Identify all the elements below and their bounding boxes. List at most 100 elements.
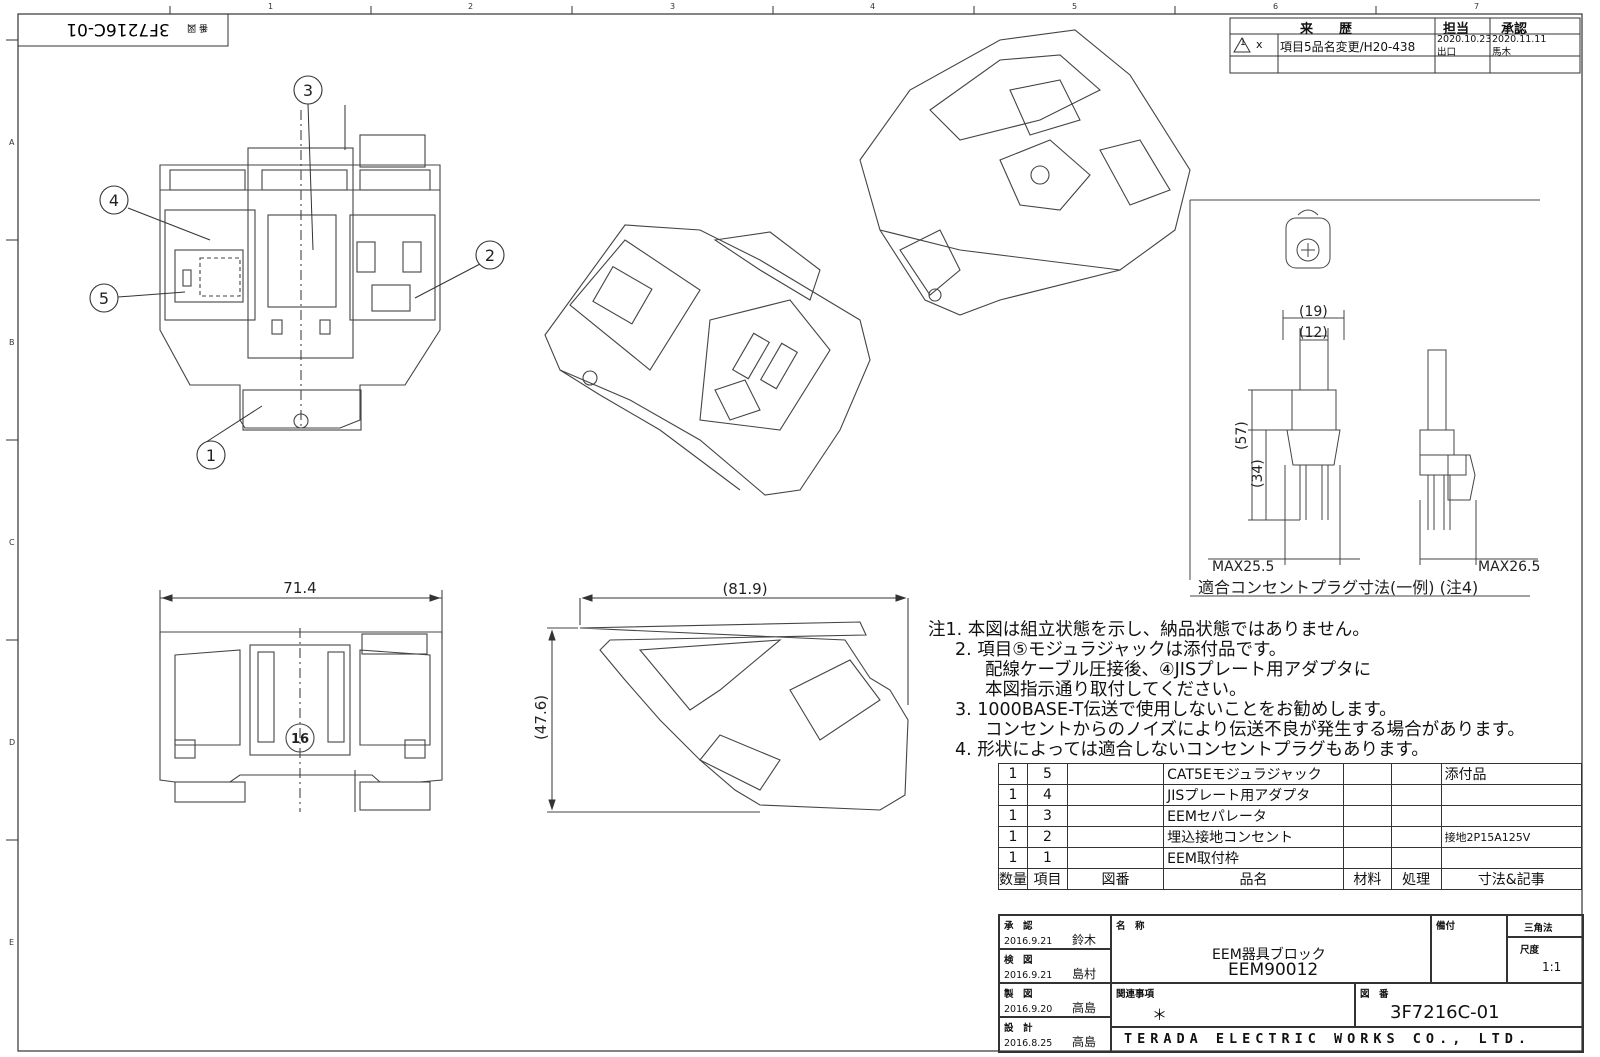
balloon-3-label: 3 [303, 81, 313, 100]
side-view [547, 598, 909, 813]
scale-cell: 尺度 1:1 [1507, 937, 1583, 983]
parts-treatment [1390, 805, 1442, 827]
plug-dim-34: (34) [1250, 459, 1266, 488]
dim-71-4: 71.4 [283, 579, 316, 597]
parts-name: EEMセパレータ [1163, 805, 1344, 827]
parts-remarks [1440, 847, 1583, 869]
parts-name: EEM取付枠 [1163, 847, 1344, 869]
balloon-4-label: 4 [109, 191, 119, 210]
parts-drawing [1066, 805, 1165, 827]
check-cell: 検 図 2016.9.21 島村 [999, 949, 1111, 983]
parts-header-drawing: 図番 [1066, 868, 1165, 890]
balloon-1 [196, 440, 226, 470]
grid-col-7: 7 [1474, 2, 1479, 11]
note-4: 4. 形状によっては適合しないコンセントプラグもあります。 [955, 740, 1429, 760]
parts-drawing [1066, 763, 1165, 785]
parts-qty: 1 [998, 805, 1028, 827]
balloon-1-label: 1 [206, 446, 216, 465]
revision-header-in-charge: 担当 [1443, 22, 1470, 37]
parts-name: JISプレート用アダプタ [1163, 784, 1344, 806]
grid-col-5: 5 [1072, 2, 1077, 11]
parts-treatment [1390, 847, 1442, 869]
balloon-4 [99, 185, 129, 215]
product-code: EEM90012 [1228, 960, 1319, 980]
plug-dim-19: (19) [1299, 304, 1328, 320]
parts-material [1342, 847, 1392, 869]
balloon-leaders [117, 103, 481, 447]
parts-material [1342, 763, 1392, 785]
revision-approval-date: 2020.11.11 [1492, 34, 1547, 45]
side-view-dim-lines [548, 594, 907, 811]
design-date: 2016.8.25 [1004, 1038, 1053, 1049]
parts-treatment [1390, 763, 1442, 785]
title-block: 承 認 2016.9.21 鈴木 検 図 2016.9.21 島村 製 図 20… [998, 914, 1584, 1053]
parts-material [1342, 784, 1392, 806]
note-1: 注1. 本図は組立状態を示し、納品状態ではありません。 [928, 620, 1370, 640]
scale-label: 尺度 [1520, 945, 1540, 956]
parts-item: 4 [1027, 784, 1068, 806]
grid-col-2: 2 [468, 2, 473, 11]
parts-header-item: 項目 [1027, 868, 1068, 890]
scale-value: 1:1 [1542, 960, 1562, 974]
balloon-3 [293, 75, 323, 105]
grid-col-6: 6 [1273, 2, 1278, 11]
flipped-drawing-number: 3F7216C-01 [66, 19, 170, 39]
drawing-number: 3F7216C-01 [1390, 1002, 1500, 1023]
parts-qty: 1 [998, 763, 1028, 785]
approve-name: 鈴木 [1072, 933, 1097, 947]
parts-row: 1 2 埋込接地コンセント 接地2P15A125V [998, 826, 1583, 848]
grid-row-e: E [9, 938, 14, 947]
plug-max-25-5: MAX25.5 [1212, 559, 1274, 575]
draw-label: 製 図 [1004, 989, 1033, 1000]
remarks-label: 備付 [1436, 921, 1456, 932]
projection-cell: 三角法 [1507, 915, 1583, 937]
dim-71-4-line [161, 594, 441, 602]
balloon-2 [475, 240, 505, 270]
grid-col-3: 3 [670, 2, 675, 11]
revision-text: 項目5品名変更/H20-438 [1280, 40, 1416, 54]
grid-row-d: D [9, 738, 15, 747]
parts-item: 2 [1027, 826, 1068, 848]
parts-remarks: 添付品 [1440, 763, 1583, 785]
related-cell: 関連事項 ＊ [1111, 983, 1355, 1027]
balloon-5 [89, 283, 119, 313]
approve-cell: 承 認 2016.9.21 鈴木 [999, 915, 1111, 949]
parts-remarks: 接地2P15A125V [1440, 826, 1583, 848]
parts-name: 埋込接地コンセント [1163, 826, 1344, 848]
parts-qty: 1 [998, 784, 1028, 806]
parts-name: CAT5Eモジュラジャック [1163, 763, 1344, 785]
parts-remarks [1440, 784, 1583, 806]
parts-drawing [1066, 826, 1165, 848]
parts-header-remarks: 寸法&記事 [1440, 868, 1583, 890]
balloon-2-label: 2 [485, 246, 495, 265]
check-label: 検 図 [1004, 955, 1033, 966]
isometric-view-back [859, 29, 1191, 316]
parts-header-row: 数量 項目 図番 品名 材料 処理 寸法&記事 [998, 868, 1583, 890]
approve-date: 2016.9.21 [1004, 936, 1053, 947]
parts-list: 1 5 CAT5Eモジュラジャック 添付品 1 4 JISプレート用アダプタ 1… [998, 763, 1583, 890]
design-cell: 設 計 2016.8.25 高島 [999, 1017, 1111, 1052]
revision-approval-name: 馬木 [1492, 47, 1512, 58]
grid-ticks [6, 6, 1377, 841]
note-2-line-2: 配線ケーブル圧接後、④JISプレート用アダプタに [985, 660, 1372, 680]
parts-material [1342, 826, 1392, 848]
flipped-number-label: 番 図 [187, 22, 208, 34]
product-name: EEM器具ブロック [1212, 947, 1326, 963]
dim-47-6: (47.6) [532, 695, 550, 740]
parts-header-treatment: 処理 [1390, 868, 1442, 890]
remarks-cell: 備付 [1431, 915, 1507, 983]
drawing-number-cell: 図 番 3F7216C-01 [1355, 983, 1583, 1027]
parts-header-qty: 数量 [998, 868, 1028, 890]
front-view [159, 105, 441, 431]
drawing-number-label: 図 番 [1360, 989, 1389, 1000]
parts-header-name: 品名 [1163, 868, 1344, 890]
section-view-front [159, 590, 443, 812]
grid-col-4: 4 [870, 2, 875, 11]
parts-item: 5 [1027, 763, 1068, 785]
grid-col-1: 1 [268, 2, 273, 11]
parts-drawing [1066, 784, 1165, 806]
revision-in-charge-name: 出口 [1437, 47, 1457, 58]
draw-cell: 製 図 2016.9.20 高島 [999, 983, 1111, 1017]
plug-dim-12: (12) [1299, 325, 1328, 341]
note-3-line-2: コンセントからのノイズにより伝送不良が発生する場合があります。 [985, 720, 1525, 740]
